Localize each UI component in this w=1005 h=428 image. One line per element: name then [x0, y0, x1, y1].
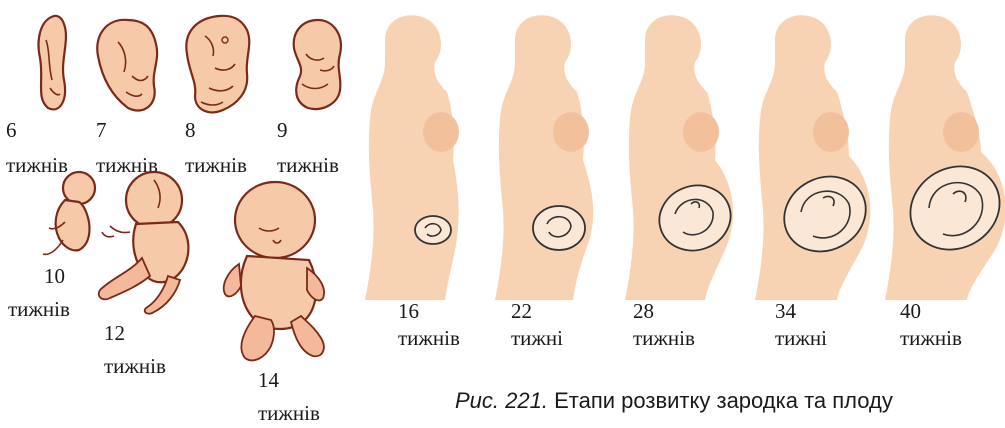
pregnancy-label-40: 40 тижнів: [900, 298, 962, 353]
weeks-number: 28: [633, 298, 695, 325]
weeks-number: 6: [6, 117, 68, 144]
weeks-number: 10: [44, 263, 70, 290]
silhouette-40-weeks: [885, 15, 1005, 300]
pregnancy-silhouettes: [355, 0, 1005, 300]
weeks-number: 34: [775, 298, 827, 325]
pregnancy-label-34: 34 тижні: [775, 298, 827, 353]
embryo-label-9: 9 тижнів: [277, 117, 339, 180]
figure-caption-text: Етапи розвитку зародка та плоду: [554, 388, 893, 413]
pregnancy-label-16: 16 тижнів: [398, 298, 460, 353]
weeks-unit: тижнів: [258, 400, 320, 427]
weeks-unit: тижнів: [104, 353, 166, 380]
embryo-6-weeks: [28, 10, 78, 115]
silhouette-22-weeks: [495, 15, 593, 300]
embryo-7-weeks: [88, 12, 168, 117]
fetus-12-weeks: [90, 166, 210, 316]
figure-caption-prefix: Рис. 221.: [455, 388, 548, 413]
silhouette-28-weeks: [625, 15, 740, 300]
embryo-9-weeks: [280, 14, 350, 114]
weeks-number: 16: [398, 298, 460, 325]
weeks-number: 12: [104, 320, 166, 347]
weeks-number: 8: [185, 117, 247, 144]
fetus-14-weeks: [215, 176, 345, 366]
embryo-8-weeks: [175, 10, 260, 120]
weeks-number: 40: [900, 298, 962, 325]
weeks-unit: тижнів: [398, 325, 460, 352]
weeks-unit: тижнів: [633, 325, 695, 352]
weeks-number: 22: [511, 298, 563, 325]
silhouette-16-weeks: [365, 15, 459, 300]
figure-caption: Рис. 221. Етапи розвитку зародка та плод…: [455, 388, 893, 414]
pregnancy-label-22: 22 тижні: [511, 298, 563, 353]
weeks-unit: тижнів: [8, 296, 70, 323]
fetus-label-12: 12 тижнів: [104, 320, 166, 381]
weeks-number: 9: [277, 117, 339, 144]
weeks-unit: тижнів: [900, 325, 962, 352]
weeks-number: 7: [96, 117, 158, 144]
silhouette-34-weeks: [755, 15, 879, 300]
weeks-unit: тижні: [775, 325, 827, 352]
weeks-number: 14: [258, 367, 320, 394]
fetus-label-10: 10 тижнів: [22, 263, 70, 324]
weeks-unit: тижні: [511, 325, 563, 352]
pregnancy-label-28: 28 тижнів: [633, 298, 695, 353]
